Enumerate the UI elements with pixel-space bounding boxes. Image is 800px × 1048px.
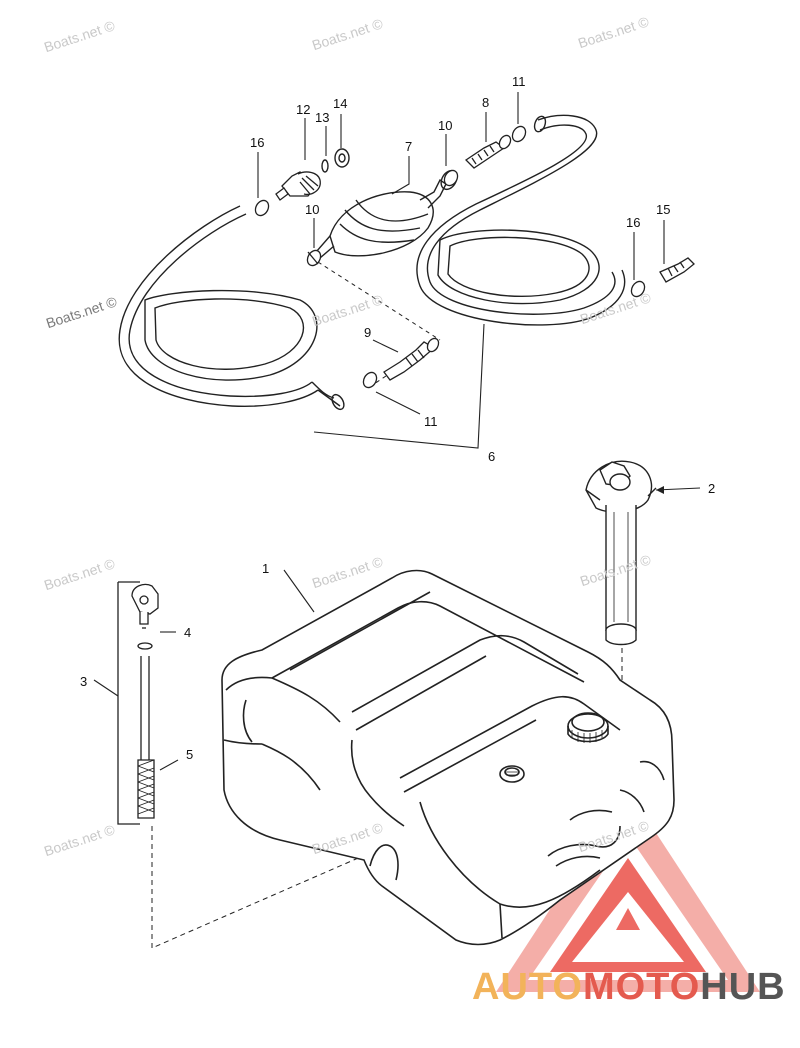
callout-16: 16 — [250, 135, 265, 150]
callout-8: 8 — [482, 95, 490, 110]
connector-15 — [659, 257, 695, 283]
fitting-11-mid — [362, 371, 378, 389]
brand-part-3: HUB — [700, 966, 786, 1008]
o-ring-4 — [137, 642, 153, 650]
leader-arrowheads — [656, 486, 664, 494]
callout-4: 4 — [184, 625, 192, 640]
callout-13: 13 — [315, 110, 330, 125]
fuel-line-hose-left — [118, 205, 345, 411]
connector-9 — [383, 337, 440, 381]
leader-lines — [93, 92, 701, 771]
callout-15: 15 — [656, 202, 671, 217]
filter-5 — [137, 759, 155, 819]
callout-11: 11 — [424, 414, 438, 429]
fitting-10-upper — [443, 169, 459, 187]
fitting-11-top — [511, 125, 527, 143]
fitting-16-top — [254, 199, 270, 217]
callout-3: 3 — [80, 674, 88, 689]
callout-14: 14 — [333, 96, 348, 111]
callout-1: 1 — [262, 561, 270, 576]
washer-14 — [334, 148, 350, 168]
callout-6: 6 — [488, 449, 496, 464]
callout-7: 7 — [405, 139, 413, 154]
primer-bulb — [315, 169, 458, 260]
callout-2: 2 — [708, 481, 716, 496]
callout-16: 16 — [626, 215, 641, 230]
callout-12: 12 — [296, 102, 311, 117]
callout-10: 10 — [305, 202, 320, 217]
fuel-tank-1 — [221, 569, 675, 946]
fuel-line-hose-right — [416, 114, 626, 326]
brand-logo-text: AUTOMOTOHUB — [472, 966, 786, 1009]
fitting-10-lower — [306, 249, 322, 267]
connector-8 — [464, 134, 512, 169]
brand-part-1: AUTO — [472, 966, 583, 1008]
callout-5: 5 — [186, 747, 194, 762]
callout-10: 10 — [438, 118, 453, 133]
connector-12 — [275, 171, 321, 201]
o-ring-13 — [321, 159, 329, 173]
fitting-16-right — [630, 280, 646, 298]
pickup-tube-assembly-3 — [117, 581, 159, 825]
logo-triangle-icon — [496, 790, 760, 992]
assembly-dash-lines-upper — [317, 261, 441, 385]
callout-9: 9 — [364, 325, 372, 340]
callout-11: 11 — [512, 74, 526, 89]
fuel-gauge-2 — [585, 460, 657, 646]
brand-part-2: MOTO — [582, 966, 701, 1008]
